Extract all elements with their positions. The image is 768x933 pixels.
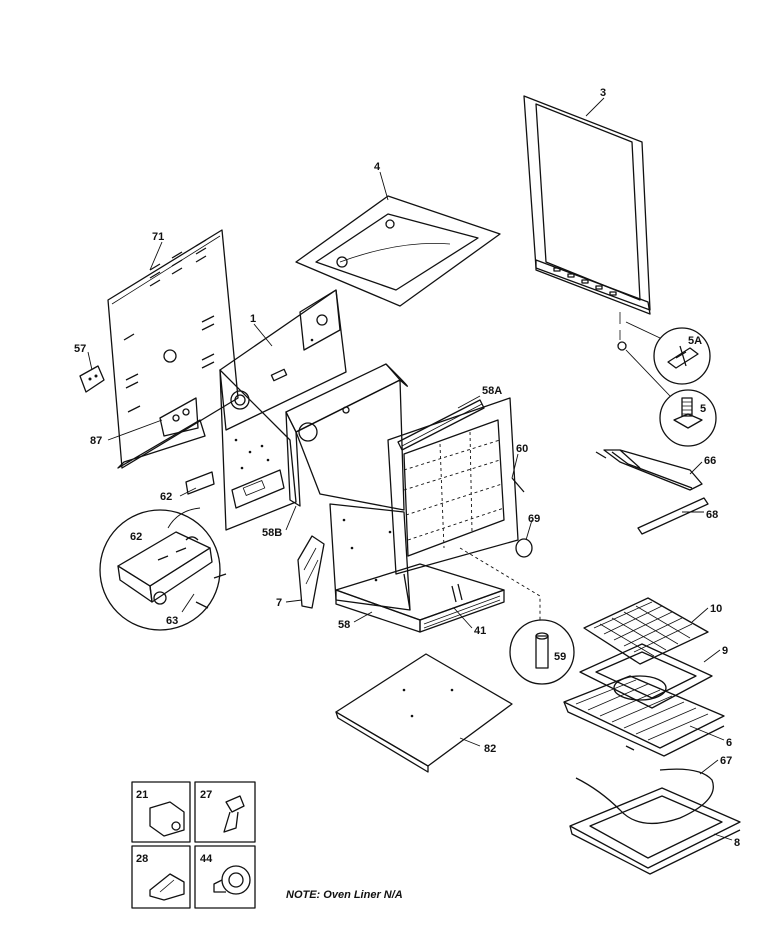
callout-9: 9 (722, 645, 728, 657)
oven-body (285, 363, 541, 633)
part-58B-side-panel (285, 411, 301, 507)
callout-5A: 5A (688, 335, 702, 347)
detail-5A-hinge (625, 321, 711, 385)
detail-59-igniter (509, 619, 575, 685)
part-1-frame (219, 289, 350, 531)
leader-lines (87, 97, 733, 841)
part-10-broiler-grid (583, 597, 709, 665)
part-7-bracket (297, 535, 325, 609)
callout-58A: 58A (482, 385, 502, 397)
callout-60: 60 (516, 443, 528, 455)
part-82-bottom-panel (335, 653, 513, 773)
part-66-bake-element (595, 449, 703, 491)
callout-62-detail: 62 (130, 531, 142, 543)
callout-7: 7 (276, 597, 282, 609)
callout-8: 8 (734, 837, 740, 849)
callout-1: 1 (250, 313, 256, 325)
callout-69: 69 (528, 513, 540, 525)
part-68-element-bracket (637, 497, 709, 535)
part-67-broil-element (575, 745, 714, 824)
inset-part-21 (131, 781, 191, 843)
detail-62-63-terminal (99, 471, 227, 631)
note-text: NOTE: Oven Liner N/A (286, 889, 403, 901)
callout-62-top: 62 (160, 491, 172, 503)
callout-68: 68 (706, 509, 718, 521)
callout-6: 6 (726, 737, 732, 749)
callout-66: 66 (704, 455, 716, 467)
part-8-broil-frame (569, 787, 741, 875)
callout-4: 4 (374, 161, 381, 173)
part-71-rear-panel (107, 229, 239, 469)
part-69-plug (515, 538, 533, 558)
part-9-broiler-pan (579, 643, 713, 709)
corner-mark-right: '' (708, 0, 712, 6)
callout-3: 3 (600, 87, 606, 99)
inset-part-44 (194, 845, 256, 909)
callout-63: 63 (166, 615, 178, 627)
callout-5: 5 (700, 403, 706, 415)
callout-27: 27 (200, 789, 212, 801)
callout-44: 44 (200, 853, 213, 865)
callout-10: 10 (710, 603, 722, 615)
inset-part-27 (194, 781, 256, 843)
callout-57: 57 (74, 343, 86, 355)
callout-58B: 58B (262, 527, 282, 539)
callout-59: 59 (554, 651, 566, 663)
part-6-oven-rack (563, 675, 725, 757)
callout-67: 67 (720, 755, 732, 767)
part-3-oven-door (523, 95, 651, 351)
callout-21: 21 (136, 789, 148, 801)
callout-41: 41 (474, 625, 486, 637)
detail-5-leveler (625, 349, 717, 447)
callout-71: 71 (152, 231, 164, 243)
corner-mark-left: ' (122, 0, 124, 6)
callout-58: 58 (338, 619, 350, 631)
callout-labels: 71 57 87 1 4 3 5A 5 58A 60 66 68 62 58B … (74, 87, 740, 865)
part-4-top-panel (295, 195, 501, 307)
callout-87: 87 (90, 435, 102, 447)
callout-28: 28 (136, 853, 148, 865)
callout-82: 82 (484, 743, 496, 755)
part-60-pin (511, 477, 525, 493)
inset-part-28 (131, 845, 191, 909)
